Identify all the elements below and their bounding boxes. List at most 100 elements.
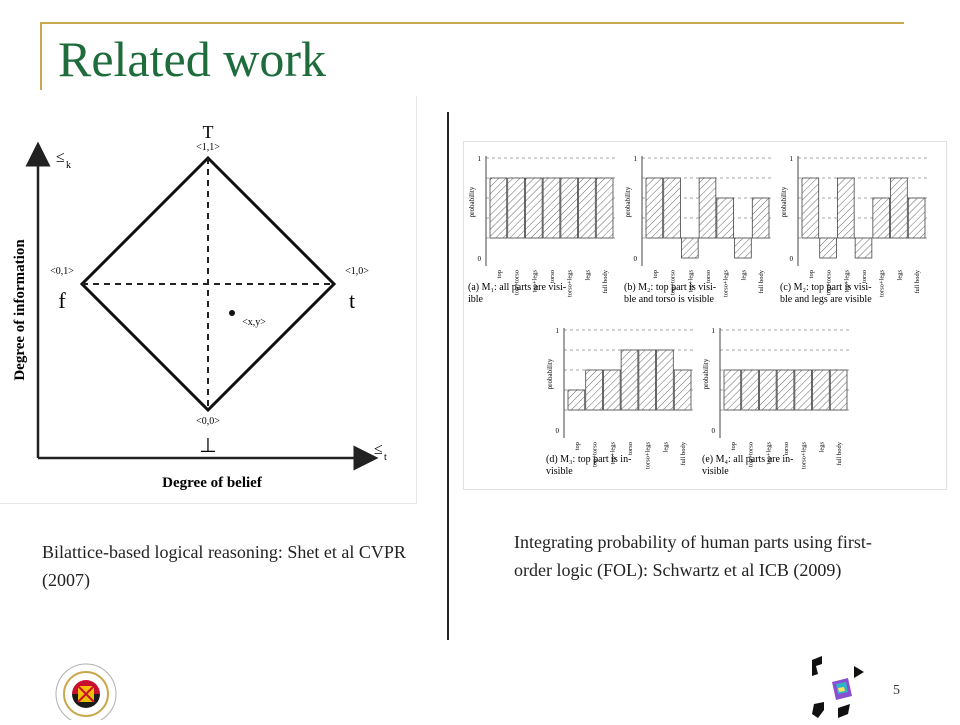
bottom-symbol: ⊥ — [199, 435, 216, 457]
x-axis-label: Degree of belief — [162, 475, 263, 491]
chart-x-tick: full body — [758, 269, 765, 293]
chart-bar — [620, 349, 639, 411]
chart-bar — [673, 369, 692, 411]
chart-x-tick: top+legs — [765, 442, 772, 465]
chart-x-tick: legs — [818, 442, 825, 453]
chart-bar — [890, 177, 908, 239]
chart-bar — [837, 177, 855, 239]
chart-bar — [578, 177, 596, 239]
chart-caption-line: visible — [702, 466, 729, 477]
chart-bar — [794, 369, 812, 411]
chart-bar — [759, 369, 777, 411]
chart-bar — [567, 389, 586, 411]
chart-bar — [716, 197, 734, 239]
chart-y-tick: 1 — [634, 155, 638, 163]
chart-bar — [698, 177, 717, 239]
accent-line-horizontal — [40, 22, 904, 24]
slide-title: Related work — [58, 31, 326, 87]
chart-x-tick: legs — [740, 270, 747, 281]
chart-y-tick: 1 — [478, 155, 482, 163]
chart-x-tick: torso+legs — [645, 442, 652, 470]
left-caption: Bilattice-based logical reasoning: Shet … — [42, 542, 406, 590]
t-order-symbol: ≤ — [374, 441, 383, 458]
university-seal-logo — [42, 654, 130, 725]
chart-x-tick: top+torso — [592, 442, 599, 467]
chart-y-tick: 0 — [634, 255, 638, 263]
chart-bar — [776, 369, 795, 411]
chart-y-label: probability — [468, 186, 476, 217]
chart-caption-line: (d) M₃: top part is in- — [546, 454, 631, 465]
bilattice-figure: T <1,1> <0,0> ⊥ <0,1> f <1,0> t <x,y> ≤ … — [0, 96, 417, 504]
chart-y-tick: 0 — [790, 255, 794, 263]
chart-y-tick: 0 — [478, 255, 482, 263]
chart-bar — [489, 177, 508, 239]
left-letter: f — [58, 288, 66, 313]
chart-x-tick: top+legs — [609, 442, 616, 465]
chart-bar — [723, 369, 742, 411]
chart-x-tick: top — [652, 270, 659, 278]
chart-caption-line: ible — [468, 294, 484, 305]
chart-x-tick: top+torso — [826, 270, 833, 295]
chart-x-tick: legs — [662, 442, 669, 453]
top-symbol: T — [203, 122, 214, 142]
chart-y-tick: 0 — [712, 427, 716, 435]
chart-bar — [681, 237, 699, 259]
chart-x-tick: top+torso — [514, 270, 521, 295]
k-order-sub: k — [66, 160, 71, 171]
chart-caption-line: (a) M₁: all parts are visi- — [468, 282, 566, 293]
chart-x-tick: top — [496, 270, 503, 278]
chart-bar — [829, 369, 848, 411]
chart-x-tick: torso — [783, 442, 790, 455]
probability-charts: 1 0 probability top top+torso top+legs torso to… — [468, 155, 930, 477]
chart-caption-line: ble and torso is visible — [624, 294, 715, 305]
chart-bar — [525, 177, 543, 239]
chart-caption-line: ble and legs are visible — [780, 294, 872, 305]
chart-bar — [741, 369, 759, 411]
chart-x-tick: torso — [705, 270, 712, 283]
chart-caption-line: (e) M₄: all parts are in- — [702, 454, 794, 465]
chart-x-tick: legs — [584, 270, 591, 281]
chart-x-tick: torso+legs — [723, 270, 730, 298]
t-order-sub: t — [384, 452, 387, 463]
bottom-label: <0,0> — [196, 416, 220, 427]
chart-caption-line: visible — [546, 466, 573, 477]
chart-x-tick: top+legs — [843, 270, 850, 293]
k-order-symbol: ≤ — [56, 149, 65, 166]
chart-y-tick: 1 — [790, 155, 794, 163]
chart-x-tick: torso — [861, 270, 868, 283]
chart-bar — [751, 197, 770, 239]
bilattice-diagram: T <1,1> <0,0> ⊥ <0,1> f <1,0> t <x,y> ≤ … — [12, 122, 387, 491]
chart-x-tick: top — [574, 442, 581, 450]
chart-bar — [507, 177, 525, 239]
chart-bar — [645, 177, 664, 239]
chart-x-tick: torso — [549, 270, 556, 283]
chart-x-tick: top+legs — [531, 270, 538, 293]
chart-caption-line: (c) M₂: top part is visi- — [780, 282, 872, 293]
chart-x-tick: full body — [680, 441, 687, 465]
left-label: <0,1> — [50, 266, 74, 277]
right-caption: Integrating probability of human parts u… — [514, 532, 872, 580]
chart-bar — [663, 177, 681, 239]
chart-y-label: probability — [780, 186, 788, 217]
chart-bar — [560, 177, 578, 239]
chart-x-tick: top+torso — [748, 442, 755, 467]
top-label: <1,1> — [196, 142, 220, 153]
y-axis-label: Degree of information — [12, 239, 28, 381]
chart-bar — [812, 369, 830, 411]
chart-bar — [595, 177, 614, 239]
chart-bar — [656, 349, 674, 411]
chart-x-tick: full body — [914, 269, 921, 293]
chart-x-tick: full body — [836, 441, 843, 465]
probability-figure: 1 0 probability top top+torso top+legs torso to… — [463, 141, 947, 490]
chart-y-tick: 1 — [556, 327, 560, 335]
chart-bar — [542, 177, 561, 239]
chart-y-label: probability — [546, 358, 554, 389]
chart-x-tick: top — [808, 270, 815, 278]
diamond-outline — [79, 155, 337, 413]
chart-bar — [801, 177, 820, 239]
right-letter: t — [349, 288, 355, 313]
chart-x-tick: top+legs — [687, 270, 694, 293]
chart-y-tick: 1 — [712, 327, 716, 335]
chart-bar — [872, 197, 890, 239]
chart-x-tick: torso+legs — [801, 442, 808, 470]
